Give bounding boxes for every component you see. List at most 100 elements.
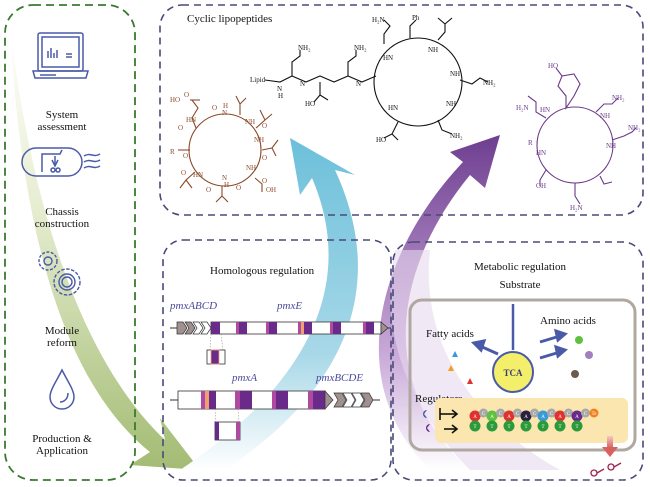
- dna-bead-bottom: [503, 420, 515, 432]
- step-label-module: Module: [45, 325, 79, 337]
- cyclic-lipopeptides-title: Cyclic lipopeptides: [187, 13, 272, 25]
- dna-bead-bottom: [537, 420, 549, 432]
- purple-cyclic-lipopeptide: [527, 67, 637, 205]
- gene-cluster-top: [170, 321, 391, 365]
- dna-bead-bottom-letter: T: [541, 425, 544, 430]
- svg-text:NH₂: NH₂: [354, 44, 367, 52]
- svg-text:O: O: [212, 104, 217, 112]
- dna-bead-top-letter: C: [584, 412, 588, 417]
- step-label-production-2: Application: [36, 445, 88, 457]
- dna-bead-top-letter: Te: [592, 412, 598, 417]
- cyclic-lipopeptides-panel-border: [159, 4, 644, 216]
- amino-acid-dot-purple: [585, 351, 593, 359]
- gene-cluster-bottom: [170, 390, 380, 441]
- dna-bead-top-letter: A: [558, 415, 562, 420]
- purple-flow-arrow-tail: [390, 250, 560, 470]
- svg-text:NH: NH: [446, 100, 456, 108]
- dna-bead-top: [503, 410, 515, 422]
- step-label-chassis-2: construction: [35, 218, 90, 230]
- svg-text:HO: HO: [376, 136, 386, 144]
- svg-text:NH: NH: [246, 164, 256, 172]
- svg-text:H₂N: H₂N: [570, 204, 583, 212]
- step-label-production: Production &: [32, 433, 92, 445]
- regulator-blue-icon: [423, 410, 427, 418]
- svg-text:HN: HN: [536, 149, 546, 157]
- svg-text:OH: OH: [266, 186, 276, 194]
- dna-bead-top: [564, 408, 573, 418]
- dna-bead-bottom-letter: T: [575, 425, 578, 430]
- svg-text:H₂N: H₂N: [516, 104, 529, 112]
- gears-icon: [38, 251, 81, 296]
- dna-bead-top-letter: A: [490, 415, 494, 420]
- svg-text:NH₂: NH₂: [450, 132, 463, 140]
- svg-text:OH: OH: [536, 182, 546, 190]
- fatty-acids-label: Fatty acids: [426, 328, 474, 340]
- svg-text:O: O: [181, 169, 186, 177]
- amino-acid-dot-green: [575, 336, 583, 344]
- dna-bead-top-letter: C: [533, 412, 537, 417]
- dna-bead-top-letter: C: [499, 412, 503, 417]
- dna-bead-bottom-letter: T: [507, 425, 510, 430]
- svg-text:N: N: [356, 80, 361, 88]
- dna-bead-top: [496, 408, 505, 418]
- svg-text:HN: HN: [540, 106, 550, 114]
- svg-text:Lipid: Lipid: [250, 76, 266, 84]
- amino-acids-label: Amino acids: [540, 315, 596, 327]
- svg-text:N: N: [277, 85, 282, 93]
- svg-text:H₂N: H₂N: [372, 16, 385, 24]
- metabolic-regulation-title: Metabolic regulation: [474, 261, 566, 273]
- fatty-acid-triangle-blue: [452, 351, 458, 357]
- svg-text:NH: NH: [606, 142, 616, 150]
- fatty-acid-triangle-red: [467, 378, 473, 384]
- svg-text:O: O: [262, 177, 267, 185]
- dna-bead-top-letter: A: [473, 415, 477, 420]
- dna-bead-top-letter: A: [524, 415, 528, 420]
- tca-arrows: [470, 328, 568, 360]
- dna-bead-bottom: [469, 420, 481, 432]
- step-label-system-2: assessment: [38, 121, 87, 133]
- homologous-regulation-title: Homologous regulation: [210, 265, 315, 277]
- svg-text:HO: HO: [305, 100, 315, 108]
- polymyxin-lipopeptide: [264, 17, 489, 141]
- dna-bead-bottom-letter: T: [524, 425, 527, 430]
- svg-text:HN: HN: [186, 116, 196, 124]
- svg-text:O: O: [184, 91, 189, 99]
- lipopeptide-product-icon: [590, 462, 622, 477]
- svg-text:NH₂: NH₂: [612, 94, 625, 102]
- promoter-arrows: [439, 408, 459, 434]
- svg-text:HN: HN: [383, 54, 393, 62]
- tca-label: TCA: [503, 368, 523, 378]
- fatty-acid-triangle-orange: [448, 365, 454, 371]
- bacterium-scissors-icon: [21, 147, 101, 177]
- dna-bead-bottom-letter: T: [473, 425, 476, 430]
- export-arrow-shaft: [607, 436, 613, 448]
- gene-label-pmxE: pmxE: [276, 300, 302, 312]
- dna-bead-top-letter: C: [516, 412, 520, 417]
- svg-text:H: H: [223, 102, 228, 110]
- gene-label-pmxA: pmxA: [231, 372, 257, 384]
- dna-bead-top-letter: C: [482, 412, 486, 417]
- dna-bead-top: [530, 408, 539, 418]
- step-label-chassis: Chassis: [45, 206, 79, 218]
- svg-text:Ph: Ph: [412, 14, 420, 22]
- svg-text:O: O: [262, 122, 267, 130]
- step-label-module-2: reform: [47, 337, 77, 349]
- svg-text:HO: HO: [170, 96, 180, 104]
- dna-bead-top: [520, 410, 532, 422]
- svg-text:NH₂: NH₂: [628, 124, 641, 132]
- dna-bead-top: [547, 408, 556, 418]
- dna-bead-top: [479, 408, 488, 418]
- dna-region-box: [435, 398, 628, 443]
- amino-acid-dot-brown: [571, 370, 579, 378]
- blue-flow-arrow-body: [180, 138, 358, 470]
- svg-text:O: O: [206, 186, 211, 194]
- dna-bead-top: [513, 408, 522, 418]
- dna-bead-top-letter: A: [541, 415, 545, 420]
- dna-bead-bottom: [571, 420, 583, 432]
- svg-text:NH: NH: [254, 136, 264, 144]
- dna-bead-top: [571, 410, 583, 422]
- svg-text:R: R: [170, 148, 175, 156]
- dna-bead-top-letter: A: [575, 415, 579, 420]
- dna-bead-bottom: [486, 420, 498, 432]
